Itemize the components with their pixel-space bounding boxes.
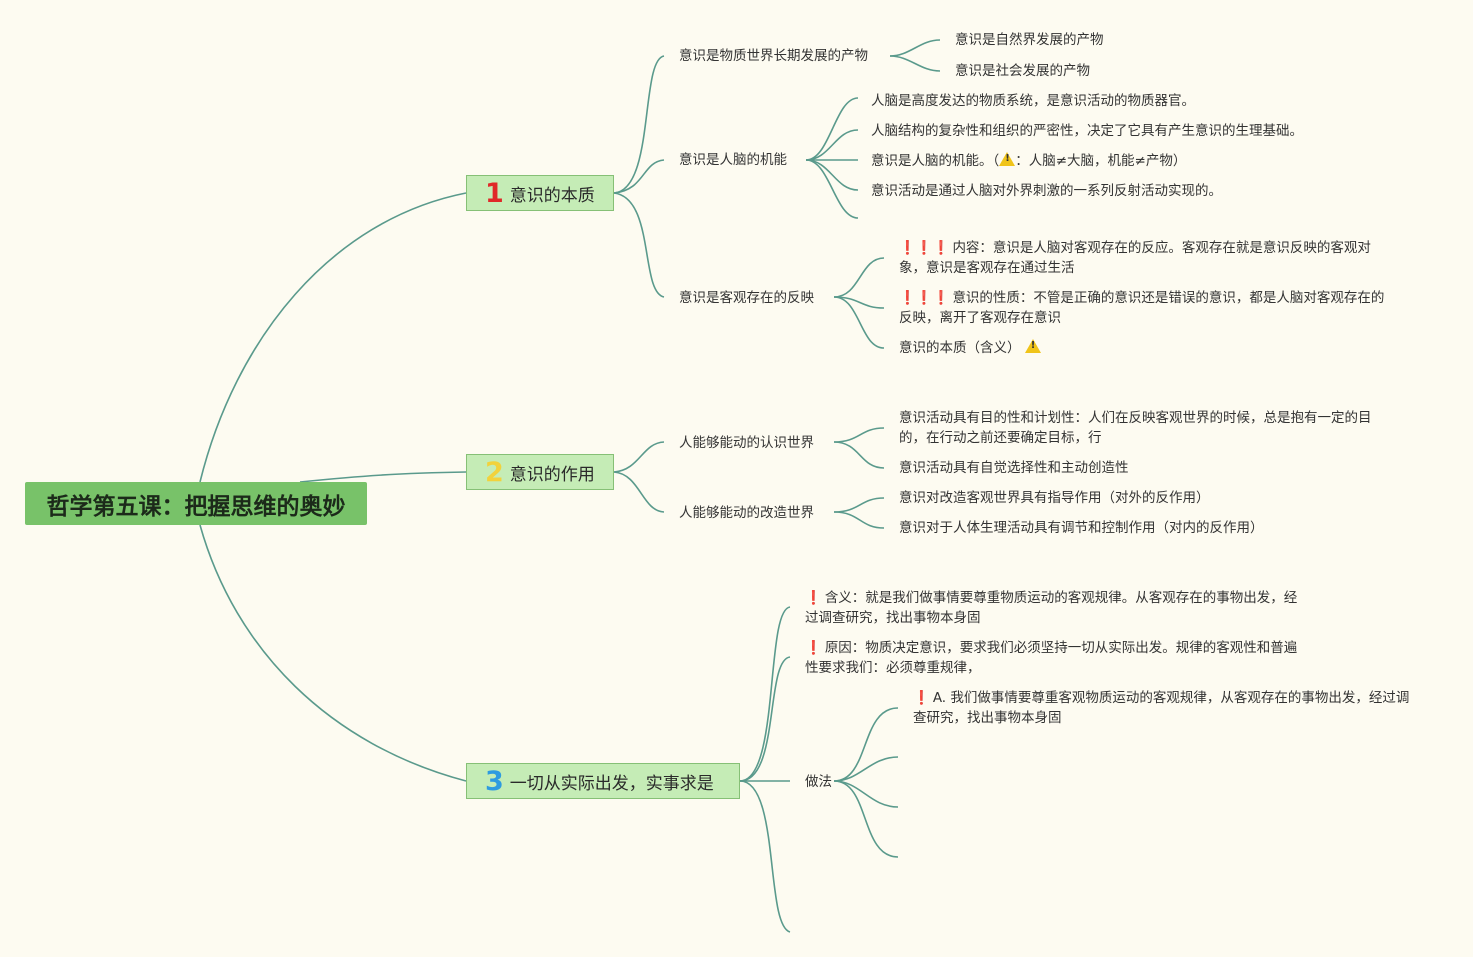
root-topic[interactable]: 哲学第五课：把握思维的奥妙	[25, 482, 367, 525]
warning-icon	[999, 152, 1016, 166]
item-reflex-activity[interactable]: 意识活动是通过人脑对外界刺激的一系列反射活动实现的。	[871, 183, 1222, 199]
item-text-note: ：人脑≠大脑，机能≠产物）	[1015, 153, 1187, 169]
item-consciousness-function[interactable]: 意识是人脑的机能。（ ：人脑≠大脑，机能≠产物）	[871, 151, 1186, 171]
exclamation-icon: ❗	[805, 590, 822, 606]
topic-reflection[interactable]: 意识是客观存在的反映	[679, 290, 814, 306]
branch-seek-truth[interactable]: 3 一切从实际出发，实事求是	[466, 763, 740, 799]
branch-essence[interactable]: 1 意识的本质	[466, 175, 614, 211]
item-text: 意识的本质（含义）	[899, 340, 1021, 356]
warning-icon	[1024, 339, 1041, 353]
item-text: 意识的性质：不管是正确的意识还是错误的意识，都是人脑对客观存在的反映，离开了客观…	[899, 290, 1385, 326]
branch-label: 意识的作用	[509, 464, 595, 485]
topic-know-world[interactable]: 人能够能动的认识世界	[679, 435, 814, 451]
topic-method[interactable]: 做法	[805, 774, 832, 790]
item-method-a[interactable]: ❗A. 我们做事情要尊重客观物质运动的客观规律，从客观存在的事物出发，经过调查研…	[913, 688, 1413, 728]
item-content[interactable]: ❗❗❗内容：意识是人脑对客观存在的反应。客观存在就是意识反映的客观对象，意识是客…	[899, 238, 1389, 278]
number-2-icon: 2	[485, 456, 504, 488]
item-selective-creative[interactable]: 意识活动具有自觉选择性和主动创造性	[899, 460, 1129, 476]
exclamation-icon: ❗	[805, 640, 822, 656]
number-3-icon: 3	[485, 765, 504, 797]
item-text: A. 我们做事情要尊重客观物质运动的客观规律，从客观存在的事物出发，经过调查研究…	[913, 690, 1410, 726]
exclamation-icon: ❗❗❗	[899, 290, 950, 306]
topic-change-world[interactable]: 人能够能动的改造世界	[679, 505, 814, 521]
item-meaning[interactable]: ❗含义：就是我们做事情要尊重物质运动的客观规律。从客观存在的事物出发，经过调查研…	[805, 588, 1300, 628]
item-nature-product[interactable]: 意识是自然界发展的产物	[955, 32, 1104, 48]
item-purpose-plan[interactable]: 意识活动具有目的性和计划性：人们在反映客观世界的时候，总是抱有一定的目的，在行动…	[899, 410, 1372, 446]
exclamation-icon: ❗❗❗	[899, 240, 950, 256]
branch-label: 一切从实际出发，实事求是	[509, 773, 714, 794]
number-1-icon: 1	[485, 177, 504, 209]
branch-function[interactable]: 2 意识的作用	[466, 454, 614, 490]
item-society-product[interactable]: 意识是社会发展的产物	[955, 63, 1090, 79]
item-text: 原因：物质决定意识，要求我们必须坚持一切从实际出发。规律的客观性和普遍性要求我们…	[805, 640, 1298, 676]
item-nature[interactable]: ❗❗❗意识的性质：不管是正确的意识还是错误的意识，都是人脑对客观存在的反映，离开…	[899, 288, 1389, 328]
item-essence-meaning[interactable]: 意识的本质（含义）	[899, 338, 1041, 358]
item-reason[interactable]: ❗原因：物质决定意识，要求我们必须坚持一切从实际出发。规律的客观性和普遍性要求我…	[805, 638, 1305, 678]
item-brain-structure[interactable]: 人脑结构的复杂性和组织的严密性，决定了它具有产生意识的生理基础。	[871, 123, 1303, 139]
topic-product-of-world[interactable]: 意识是物质世界长期发展的产物	[679, 48, 868, 64]
exclamation-icon: ❗	[913, 690, 930, 706]
item-brain-organ[interactable]: 人脑是高度发达的物质系统，是意识活动的物质器官。	[871, 93, 1195, 109]
item-text: 内容：意识是人脑对客观存在的反应。客观存在就是意识反映的客观对象，意识是客观存在…	[899, 240, 1371, 276]
item-text: 含义：就是我们做事情要尊重物质运动的客观规律。从客观存在的事物出发，经过调查研究…	[805, 590, 1298, 626]
branch-label: 意识的本质	[509, 185, 595, 206]
item-regulate-internal[interactable]: 意识对于人体生理活动具有调节和控制作用（对内的反作用）	[899, 520, 1264, 536]
item-text: 意识是人脑的机能。（	[871, 153, 1000, 169]
topic-brain-function[interactable]: 意识是人脑的机能	[679, 152, 787, 168]
item-guide-external[interactable]: 意识对改造客观世界具有指导作用（对外的反作用）	[899, 490, 1210, 506]
